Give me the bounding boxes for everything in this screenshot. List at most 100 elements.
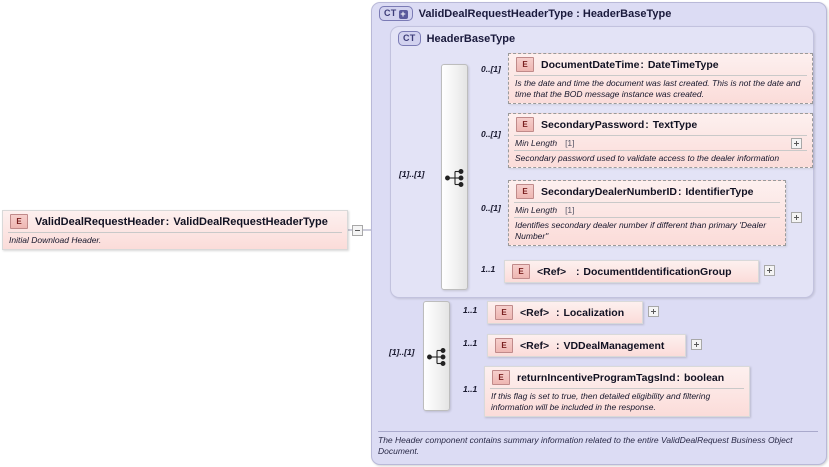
element-separator: : xyxy=(556,339,560,352)
element-type-text: Localization xyxy=(563,306,625,319)
occurrence-label-vddealmanagement: 1..1 xyxy=(463,338,478,348)
collapse-handle-root[interactable] xyxy=(352,225,363,236)
sequence-compositor-bottom[interactable] xyxy=(423,301,450,411)
facet-value: [1] xyxy=(565,205,575,215)
expand-handle-localization[interactable] xyxy=(648,306,659,317)
element-type-text: ValidDealRequestHeaderType xyxy=(173,215,328,228)
element-type-text: DocumentIdentificationGroup xyxy=(583,265,732,278)
element-name-text: SecondaryDealerNumberID xyxy=(541,185,677,198)
element-label: SecondaryDealerNumberID: IdentifierType xyxy=(541,186,753,198)
element-box-vddealmanagement[interactable]: E <Ref> : VDDealManagement xyxy=(487,334,686,357)
expand-handle-secondarydealernumberid[interactable] xyxy=(791,212,802,223)
element-name-text: <Ref> xyxy=(520,306,550,319)
complextype-base-text: HeaderBaseType xyxy=(582,7,672,20)
ct-badge-label-inner: CT xyxy=(403,33,416,43)
occurrence-label-secondarydealernumberid: 0..[1] xyxy=(481,203,501,213)
complextype-title-validdealrequestheadertype: CT+ ValidDealRequestHeaderType : HeaderB… xyxy=(379,6,671,21)
divider xyxy=(514,202,780,203)
element-badge-icon: E xyxy=(516,184,534,199)
element-badge-icon: E xyxy=(492,370,510,385)
element-separator: : xyxy=(575,265,580,278)
complextype-badge-icon: CT+ xyxy=(379,6,413,21)
element-box-validdealrequestheader[interactable]: E ValidDealRequestHeader: ValidDealReque… xyxy=(2,210,348,250)
element-label: DocumentDateTime: DateTimeType xyxy=(541,59,719,71)
element-badge-icon: E xyxy=(495,305,513,320)
element-badge-icon: E xyxy=(516,117,534,132)
element-documentation: If this flag is set to true, then detail… xyxy=(491,391,711,412)
element-separator: : xyxy=(645,118,649,131)
element-box-documentdatetime[interactable]: E DocumentDateTime: DateTimeType Is the … xyxy=(508,53,813,104)
occurrence-label-sequence-top: [1]..[1] xyxy=(399,169,425,179)
divider xyxy=(514,135,807,136)
element-label: <Ref> : Localization xyxy=(520,307,624,319)
divider xyxy=(490,388,744,389)
element-box-secondarypassword[interactable]: E SecondaryPassword: TextType Min Length… xyxy=(508,113,813,168)
facet-name: Min Length xyxy=(515,205,558,215)
expand-handle-documentidentificationgroup[interactable] xyxy=(764,265,775,276)
occurrence-label-localization: 1..1 xyxy=(463,305,478,315)
complextype-title-headerbasetype: CT HeaderBaseType xyxy=(398,31,515,46)
element-box-documentidentificationgroup[interactable]: E <Ref> : DocumentIdentificationGroup xyxy=(504,260,759,283)
element-name-text: <Ref> xyxy=(537,265,567,278)
complextype-footer-documentation: The Header component contains summary in… xyxy=(378,431,818,457)
occurrence-label-secondarypassword: 0..[1] xyxy=(481,129,501,139)
occurrence-label-documentidentificationgroup: 1..1 xyxy=(481,264,496,274)
occurrence-label-returnincentiveprogramtagsind: 1..1 xyxy=(463,384,478,394)
divider xyxy=(514,217,780,218)
occurrence-label-documentdatetime: 0..[1] xyxy=(481,64,501,74)
sequence-icon xyxy=(445,169,464,187)
element-header: E <Ref> : VDDealManagement xyxy=(488,335,685,356)
occurrence-label-sequence-bottom: [1]..[1] xyxy=(389,347,415,357)
element-facet-minlength: Min Length [1] xyxy=(509,136,812,150)
element-type-text: DateTimeType xyxy=(647,58,719,71)
element-type-text: boolean xyxy=(683,371,725,384)
complextype-name-text: ValidDealRequestHeaderType xyxy=(418,7,574,20)
element-badge-icon: E xyxy=(10,214,28,229)
complextype-name-inner: HeaderBaseType xyxy=(426,32,516,45)
element-name-text: DocumentDateTime xyxy=(541,58,640,71)
element-label: SecondaryPassword: TextType xyxy=(541,119,697,131)
divider xyxy=(514,150,807,151)
element-name-text: returnIncentiveProgramTagsInd xyxy=(517,371,676,384)
element-label: <Ref> : VDDealManagement xyxy=(520,340,664,352)
ct-badge-label: CT xyxy=(384,8,397,18)
element-name-text: <Ref> xyxy=(520,339,550,352)
complextype-badge-icon-inner: CT xyxy=(398,31,421,46)
element-badge-icon: E xyxy=(495,338,513,353)
sequence-compositor-top[interactable] xyxy=(441,64,468,290)
element-label: ValidDealRequestHeader: ValidDealRequest… xyxy=(35,216,328,228)
element-badge-icon: E xyxy=(512,264,530,279)
element-separator: : xyxy=(165,215,170,228)
element-header: E <Ref> : DocumentIdentificationGroup xyxy=(505,261,758,282)
divider xyxy=(514,75,807,76)
element-label: <Ref> : DocumentIdentificationGroup xyxy=(537,266,732,278)
element-name-text: ValidDealRequestHeader xyxy=(35,215,165,228)
element-header: E DocumentDateTime: DateTimeType xyxy=(509,54,812,75)
element-label: returnIncentiveProgramTagsInd: boolean xyxy=(517,372,724,384)
element-documentation: Identifies secondary dealer number if di… xyxy=(515,220,767,241)
facet-value: [1] xyxy=(565,138,575,148)
element-header: E <Ref> : Localization xyxy=(488,302,642,323)
element-separator: : xyxy=(556,306,560,319)
facet-name: Min Length xyxy=(515,138,558,148)
element-header: E ValidDealRequestHeader: ValidDealReque… xyxy=(3,211,347,232)
element-documentation: Initial Download Header. xyxy=(9,235,102,245)
element-header: E SecondaryDealerNumberID: IdentifierTyp… xyxy=(509,181,785,202)
element-separator: : xyxy=(676,371,681,384)
expand-handle-vddealmanagement[interactable] xyxy=(691,339,702,350)
element-facet-minlength: Min Length [1] xyxy=(509,203,785,217)
element-box-secondarydealernumberid[interactable]: E SecondaryDealerNumberID: IdentifierTyp… xyxy=(508,180,786,246)
element-documentation: Secondary password used to validate acce… xyxy=(515,153,780,163)
expand-plus-icon[interactable]: + xyxy=(398,9,408,19)
sequence-icon xyxy=(427,348,446,366)
element-documentation: Is the date and time the document was la… xyxy=(515,78,801,99)
expand-handle-secondarypassword[interactable] xyxy=(791,138,802,149)
element-name-text: SecondaryPassword xyxy=(541,118,645,131)
element-box-returnincentiveprogramtagsind[interactable]: E returnIncentiveProgramTagsInd: boolean… xyxy=(484,366,750,417)
element-badge-icon: E xyxy=(516,57,534,72)
element-separator: : xyxy=(677,185,682,198)
divider xyxy=(8,232,342,233)
element-header: E SecondaryPassword: TextType xyxy=(509,114,812,135)
element-type-text: IdentifierType xyxy=(685,185,754,198)
element-box-localization[interactable]: E <Ref> : Localization xyxy=(487,301,643,324)
